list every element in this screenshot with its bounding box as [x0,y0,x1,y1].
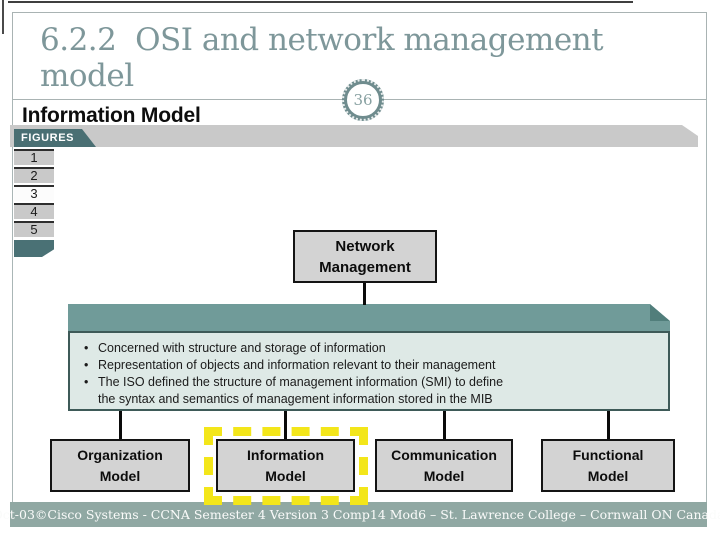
bullet-item: • Concerned with structure and storage o… [80,340,658,357]
connector-line [443,411,446,439]
box-label-line: Network [335,237,395,255]
callout-panel-header [68,304,670,331]
slide-title: 6.2.2 OSI and network management model [40,22,613,94]
box-label-line: Management [319,258,411,276]
connector-line [119,411,122,439]
bullet-text-continuation: the syntax and semantics of management i… [98,392,493,406]
box-label-line: Communication [391,447,497,464]
slide-frame-right [706,100,707,503]
slide-number: 36 [353,91,373,109]
figures-ribbon [10,125,698,147]
diagram-box-information-model: Information Model [216,439,355,492]
box-label-line: Information [247,447,324,464]
diagram-box-communication-model: Communication Model [375,439,513,492]
bullet-marker: • [84,375,89,389]
bullet-marker: • [84,358,89,372]
bullet-text: Concerned with structure and storage of … [98,341,386,355]
box-label-line: Model [423,467,465,484]
bullet-item: • The ISO defined the structure of manag… [80,374,658,391]
figure-button-2[interactable]: 2 [14,167,54,183]
connector-line [363,283,366,305]
figure-button-3[interactable]: 3 [14,185,54,201]
box-label-line: Model [99,467,141,484]
figures-tab[interactable]: FIGURES [14,129,96,147]
figure-button-4[interactable]: 4 [14,203,54,219]
slide-frame-left [12,100,13,503]
window-edge-line [8,1,633,3]
figure-button-5[interactable]: 5 [14,221,54,237]
box-label-line: Organization [77,447,163,464]
connector-line [284,411,287,439]
box-label-line: Model [265,467,306,484]
slide-number-badge: 36 [342,79,384,121]
window-edge-tick [2,0,4,34]
figure-button-1[interactable]: 1 [14,149,54,165]
connector-line [607,411,610,439]
folded-corner [650,304,670,321]
box-label-line: Model [587,467,629,484]
bullet-item: • Representation of objects and informat… [80,357,658,374]
callout-panel-body: • Concerned with structure and storage o… [68,331,670,411]
box-label-line: Functional [572,447,644,464]
bullet-marker: • [84,341,89,355]
highlight-dashed-ring [204,427,368,505]
bullet-text: The ISO defined the structure of managem… [98,375,504,389]
diagram-box-functional-model: Functional Model [541,439,675,492]
footer-credits: Oct-03©Cisco Systems - CCNA Semester 4 V… [0,502,720,527]
figures-list-end-tab [14,240,54,257]
diagram-box-network-management: Network Management [293,230,437,283]
bullet-text: Representation of objects and informatio… [98,358,496,372]
content-heading: Information Model [22,104,201,127]
diagram-box-organization-model: Organization Model [50,439,190,492]
